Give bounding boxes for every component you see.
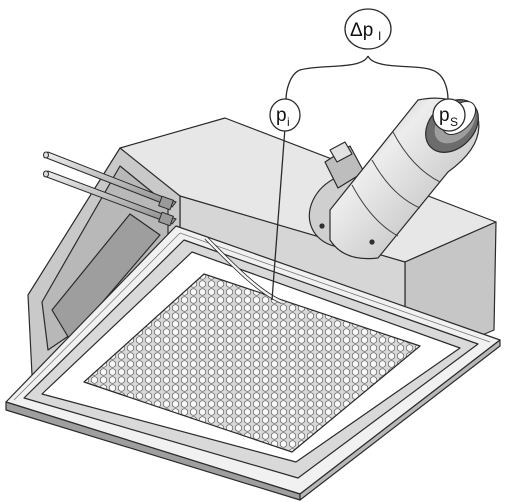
frame-highlights [13,232,491,401]
label-ps-text: p [439,105,450,126]
frame-right-edge [299,339,501,501]
diffuser-frame [5,225,501,501]
label-pi-text: p [276,105,287,126]
label-ps-sub: S [450,115,458,129]
label-ps-ring [432,98,466,132]
pipe-fitting-lower [158,211,174,227]
label-pi: p i [269,98,301,132]
label-pi-sub: i [287,115,290,129]
pipe-lower-end [43,170,49,178]
supply-pipes [43,151,177,227]
line-delta-to-ps [367,55,449,101]
pipe-fitting-upper [158,195,174,211]
housing-left-slot [51,213,161,341]
label-pi-ring [269,98,301,132]
line-delta-to-pi [285,55,369,101]
label-ps: p S [432,98,466,132]
label-delta-p-ring [344,8,392,50]
label-delta-p: Δp I [344,8,392,50]
label-delta-p-text: Δp [350,20,373,41]
duct-spigot [308,97,480,260]
grille-plate [83,273,421,453]
pipe-upper-end [43,151,49,159]
line-pi-to-grille [271,127,286,301]
label-delta-p-sub: I [378,29,381,43]
measurement-lines [271,55,449,301]
